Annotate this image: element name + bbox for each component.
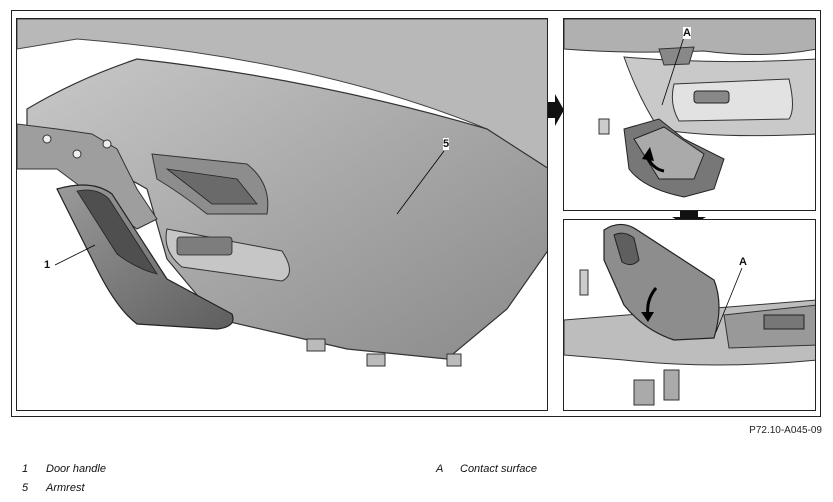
figure-reference-code: P72.10-A045-09 [749,425,822,436]
legend-key: A [436,463,444,475]
legend-item-A: A Contact surface [436,463,537,475]
legend-text: Door handle [46,463,106,475]
legend-key: 1 [22,463,29,475]
detail-panel-bottom: A [563,219,816,411]
right-arrow-icon [548,94,564,126]
door-panel-drawing [17,19,547,367]
legend-text: Contact surface [460,463,538,475]
detail-panel-top: A [563,18,816,211]
main-illustration-panel: 1 5 [16,18,548,411]
legend-text: Armrest [46,482,85,494]
legend-key: 5 [22,482,29,494]
callout-1: 1 [44,259,51,271]
handle-install-drawing [564,223,815,406]
handle-removal-drawing [564,19,815,198]
callout-A-bottom: A [739,256,747,268]
legend-item-1: 1 Door handle [22,463,106,475]
legend-item-5: 5 Armrest [22,482,85,494]
callout-A-top: A [683,27,691,39]
callout-5: 5 [443,138,450,150]
